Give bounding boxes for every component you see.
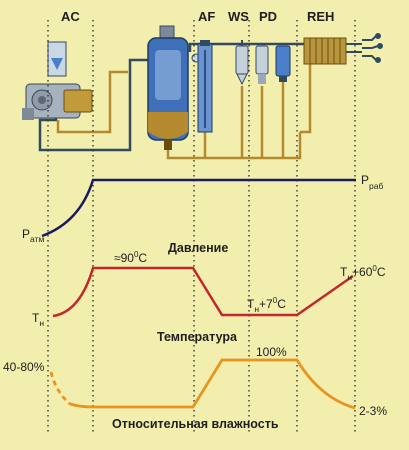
stage-label-ac: AC: [61, 9, 80, 24]
temperature-section: ≈900C Tн Tн+70C Tн+600C Температура: [32, 250, 386, 344]
compressor-icon: [22, 41, 93, 120]
pressure-work-label: Pраб: [361, 173, 383, 191]
outlet-valves-icon: [362, 33, 383, 63]
temperature-title: Температура: [157, 330, 238, 344]
particulate-filter-pd-icon: [255, 45, 291, 84]
humidity-peak-label: 100%: [256, 345, 287, 359]
pressure-atm-label: Pатм: [22, 227, 44, 244]
air-pipe-reh-out: [345, 43, 362, 53]
stage-label-reh: REH: [307, 9, 334, 24]
equipment-schematic: [22, 25, 383, 160]
condensate-drain-line: [56, 60, 312, 160]
temperature-inlet-label: Tн: [32, 311, 44, 328]
stage-headers: AC AF WS PD REH: [61, 9, 334, 24]
temperature-mid-label: Tн+70C: [247, 296, 286, 314]
pressure-section: Pатм Pраб Давление: [22, 173, 383, 255]
air-filter-af-icon: [197, 40, 213, 133]
reheater-reh-icon: [303, 37, 347, 65]
temperature-outlet-label: Tн+600C: [340, 264, 386, 282]
stage-label-af: AF: [198, 9, 215, 24]
pressure-curve: [41, 178, 356, 238]
pressure-title: Давление: [168, 241, 228, 255]
humidity-title: Относительная влажность: [112, 417, 279, 431]
humidity-section: 40-80% 100% 2-3% Относительная влажность: [3, 345, 387, 431]
humidity-start-label: 40-80%: [3, 360, 45, 374]
stage-dividers: [47, 20, 356, 432]
humidity-curve-dashed: [49, 371, 71, 406]
receiver-tank-icon: [147, 25, 201, 150]
humidity-curve: [69, 358, 356, 410]
stage-label-ws: WS: [228, 9, 249, 24]
temperature-curve: [52, 266, 354, 318]
temperature-peak-label: ≈900C: [114, 250, 147, 265]
stage-label-pd: PD: [259, 9, 277, 24]
humidity-end-label: 2-3%: [359, 404, 387, 418]
water-separator-ws-icon: [235, 40, 249, 86]
